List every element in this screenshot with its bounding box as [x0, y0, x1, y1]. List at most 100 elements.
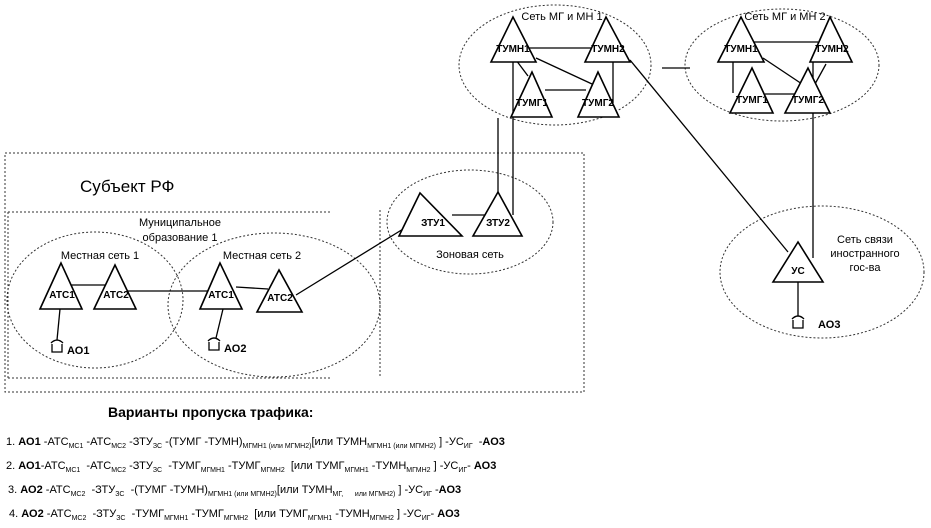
route-segment: ] -УС	[395, 484, 424, 496]
route-segment: -(ТУМГ -ТУМН)	[162, 436, 243, 448]
node-us[interactable]: УС	[771, 240, 825, 283]
route-subscript: ЗС	[116, 515, 126, 522]
route-segment: [или ТУМН	[276, 484, 333, 496]
route-segment: -АТС	[42, 484, 71, 496]
node-atc2-ms1[interactable]: АТС2	[92, 263, 138, 310]
node-tumn1-mg1[interactable]: ТУМН1	[489, 15, 538, 63]
mg-net-1-label: Сеть МГ и МН 1	[521, 11, 602, 23]
node-tumn1-mg2[interactable]: ТУМН1	[716, 15, 766, 63]
route-segment: -ЗТУ	[85, 484, 116, 496]
subject-rf-label: Субъект РФ	[80, 177, 174, 196]
node-atc1-ms1[interactable]: АТС1	[38, 261, 84, 310]
mg-net-2-area	[684, 8, 880, 122]
route-segment: -АТС	[40, 460, 66, 472]
route-segment: -ЗТУ	[86, 508, 117, 520]
route-subscript: МГ, или МГМН2)	[332, 491, 396, 498]
svg-text:ТУМГ1: ТУМГ1	[736, 95, 768, 106]
route-subscript: МС1	[65, 467, 81, 474]
route-subscript: ИГ	[423, 491, 432, 498]
route-segment: ] -УС	[430, 460, 459, 472]
diagram-canvas: АТС1 АТС2 АТС1 АТС2 ЗТУ1 ЗТУ2 ТУМН1 ТУМН…	[4, 4, 925, 393]
route-segment: -ТУМГ	[162, 460, 201, 472]
links	[56, 41, 827, 341]
route-segment: [или ТУМГ	[284, 460, 345, 472]
route-segment: -	[467, 460, 474, 472]
foreign-net-area	[719, 205, 925, 339]
route-segment: -ТУМГ	[125, 508, 165, 520]
route-subscript: МС2	[111, 443, 127, 450]
phone-icon	[207, 337, 221, 351]
route-segment: -ТУМГ	[188, 508, 224, 520]
node-tumg2-mg2[interactable]: ТУМГ2	[783, 66, 832, 114]
route-segment: -ТУМН	[332, 508, 370, 520]
zone-net-label: Зоновая сеть	[436, 249, 504, 261]
route-segment: -ЗТУ	[126, 436, 153, 448]
route-segment: 3.	[8, 484, 21, 496]
route-subscript: МГМН1 (или МГМН2)	[367, 443, 437, 450]
municipal-region	[7, 210, 381, 379]
route-subscript: МС2	[111, 467, 127, 474]
traffic-row: 4. АО2 -АТСМС2 -ЗТУЗС -ТУМГМГМН1 -ТУМГМГ…	[9, 508, 460, 522]
node-ztu1[interactable]: ЗТУ1	[397, 191, 464, 237]
svg-text:ТУМН2: ТУМН2	[591, 44, 625, 55]
route-segment: АО3	[437, 508, 460, 520]
route-segment: [или ТУМН	[311, 436, 368, 448]
route-subscript: МГМН2	[369, 515, 394, 522]
node-ztu2[interactable]: ЗТУ2	[471, 190, 524, 237]
route-segment: -	[472, 436, 483, 448]
node-tumn2-mg1[interactable]: ТУМН2	[583, 15, 632, 63]
foreign-net-label: иностранного	[830, 248, 899, 260]
route-subscript: ИГ	[458, 467, 468, 474]
svg-text:ТУМН1: ТУМН1	[724, 44, 758, 55]
route-segment: ] -УС	[393, 508, 422, 520]
traffic-row: 3. АО2 -АТСМС2 -ЗТУЗС -(ТУМГ -ТУМН)МГМН1…	[8, 484, 461, 498]
route-segment: АО3	[482, 436, 505, 448]
route-segment: АО2	[21, 508, 44, 520]
route-segment: АО2	[20, 484, 43, 496]
traffic-row: 1. АО1 -АТСМС1 -АТСМС2 -ЗТУЗС -(ТУМГ -ТУ…	[6, 436, 505, 450]
route-subscript: МГМН1	[307, 515, 333, 522]
svg-text:АТС2: АТС2	[267, 293, 293, 304]
route-segment: -(ТУМГ -ТУМН)	[124, 484, 208, 496]
node-tumg1-mg2[interactable]: ТУМГ1	[728, 66, 775, 114]
subject-rf-region	[4, 152, 585, 393]
route-segment: [или ТУМГ	[248, 508, 308, 520]
route-subscript: ИГ	[421, 515, 431, 522]
route-segment: АО3	[473, 460, 497, 472]
route-segment: АО1	[18, 436, 41, 448]
route-subscript: ЗС	[152, 443, 163, 450]
traffic-title: Варианты пропуска трафика:	[108, 404, 314, 420]
svg-text:АТС2: АТС2	[103, 290, 129, 301]
route-segment: -АТС	[43, 508, 72, 520]
svg-text:ТУМГ2: ТУМГ2	[792, 95, 824, 106]
route-segment: -ТУМН	[368, 460, 407, 472]
local-net-2-area	[167, 232, 381, 378]
route-subscript: МГМН2	[260, 467, 285, 474]
svg-text:АТС1: АТС1	[208, 290, 234, 301]
node-tumn2-mg2[interactable]: ТУМН2	[808, 15, 854, 63]
node-tumg1-mg1[interactable]: ТУМГ1	[509, 70, 554, 118]
foreign-net-label: Сеть связи	[837, 234, 893, 246]
route-subscript: МГМН1	[200, 467, 225, 474]
svg-text:ТУМН2: ТУМН2	[815, 44, 849, 55]
route-segment: АО1	[18, 460, 41, 472]
route-subscript: МГМН2	[223, 515, 249, 522]
node-tumg2-mg1[interactable]: ТУМГ2	[576, 70, 621, 118]
mg-net-2-label: Сеть МГ и МН 2	[744, 11, 825, 23]
route-segment: ] -УС	[436, 436, 464, 448]
subscriber-ao1: АО1	[67, 345, 89, 357]
route-segment: -	[430, 508, 438, 520]
route-segment: -АТС	[40, 436, 69, 448]
route-subscript: МГМН1	[164, 515, 189, 522]
svg-text:ТУМГ2: ТУМГ2	[582, 98, 614, 109]
route-segment: -ЗТУ	[126, 460, 153, 472]
node-atc1-ms2[interactable]: АТС1	[198, 261, 244, 310]
municipal-label: Муниципальное	[139, 217, 221, 229]
route-subscript: ЗС	[152, 467, 163, 474]
local-net-2-label: Местная сеть 2	[223, 250, 301, 262]
route-segment: 2.	[6, 460, 19, 472]
svg-text:ТУМГ1: ТУМГ1	[516, 98, 548, 109]
route-subscript: МС2	[70, 491, 86, 498]
mg-net-1-area	[458, 4, 652, 126]
node-atc2-ms2[interactable]: АТС2	[255, 268, 304, 313]
